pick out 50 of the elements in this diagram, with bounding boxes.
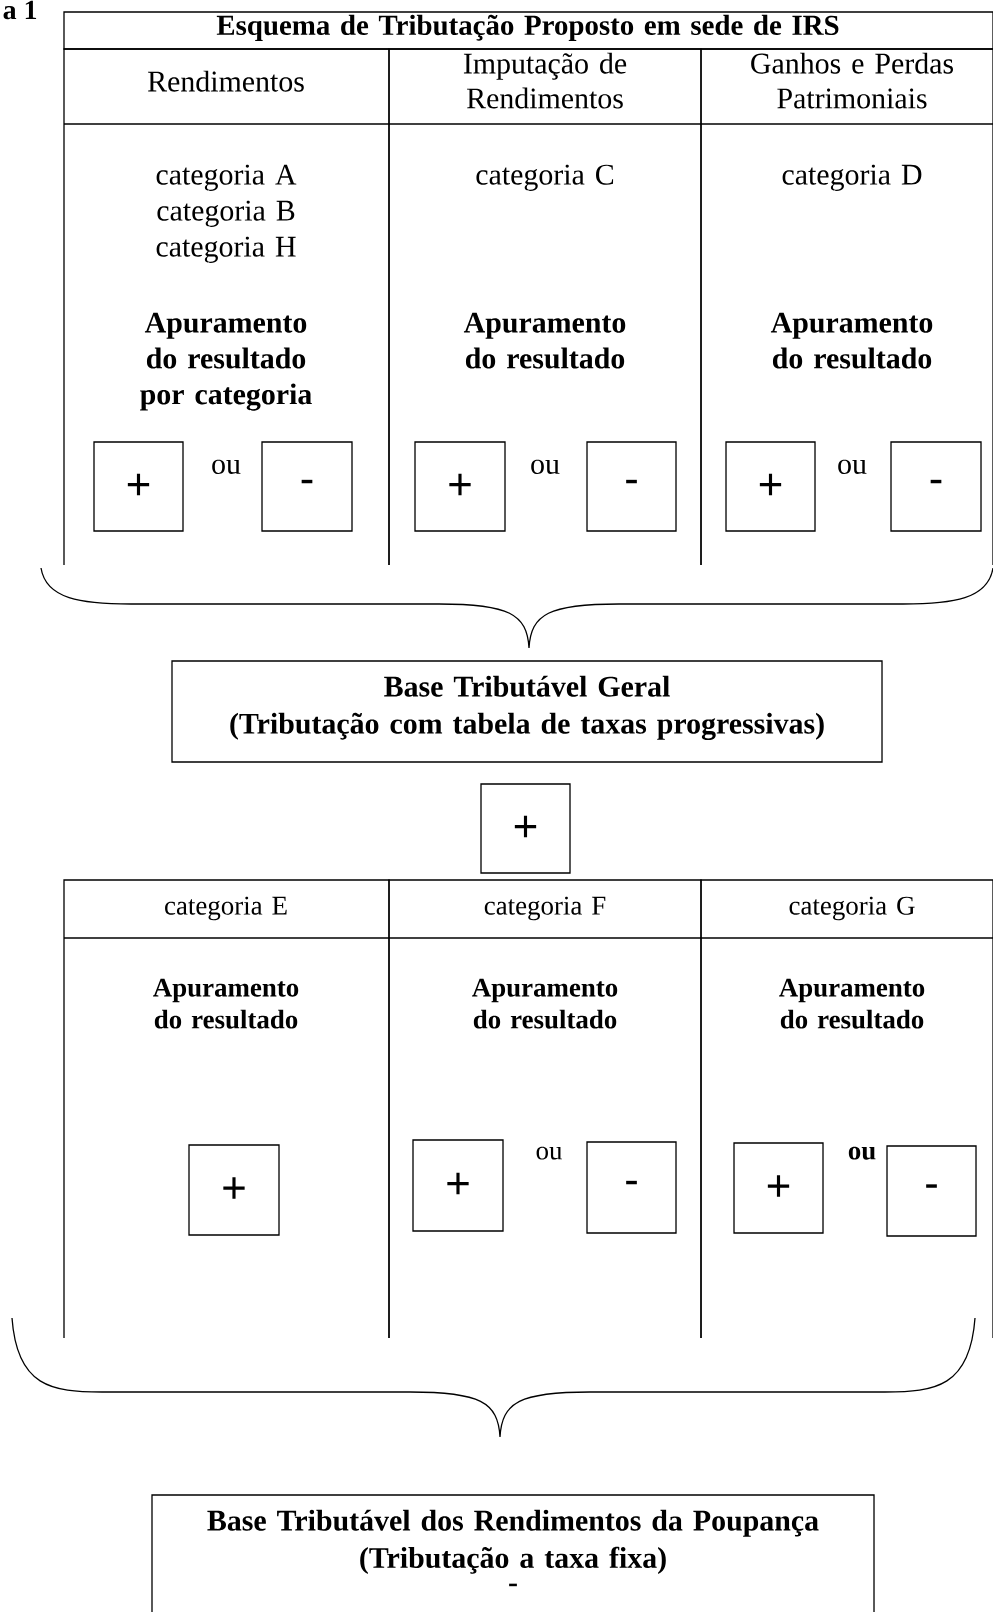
cell-text: categoria B — [157, 200, 295, 227]
table-title-cell — [63, 11, 993, 50]
cell-text: Imputação de Rendimentos — [463, 52, 627, 109]
column-header: categoria F — [484, 896, 606, 921]
bold-text: Apuramento do resultado por categoria — [140, 312, 312, 411]
sign-box: - — [261, 441, 353, 532]
column-header: categoria E — [165, 896, 287, 921]
cell-text: Rendimentos — [148, 70, 304, 92]
cell-text: ou — [212, 459, 241, 475]
cell-text: Ganhos e Perdas Patrimoniais — [751, 52, 953, 109]
bold-text: Apuramento do resultado — [770, 312, 933, 369]
sign-box: + — [480, 783, 571, 874]
bold-text: - — [509, 1583, 517, 1587]
table-title: Esquema de Tributação Proposto em sede de IRS — [216, 14, 839, 41]
sign-box: + — [414, 441, 506, 532]
bold-text: Apuramento do resultado — [463, 312, 626, 369]
column-header: categoria G — [789, 896, 915, 921]
cell-text: categoria D — [782, 164, 922, 191]
sign-box: + — [412, 1139, 504, 1232]
sign-box: + — [733, 1142, 824, 1234]
bold-text: ou — [848, 1146, 876, 1160]
cell-text: categoria H — [156, 236, 296, 263]
sign-box: - — [586, 441, 677, 532]
table-column — [700, 48, 993, 566]
bold-text: Base Tributável dos Rendimentos da Poupança — [207, 1509, 819, 1537]
result-box — [151, 1494, 875, 1612]
cell-text: categoria A — [156, 164, 297, 191]
table-column — [388, 48, 702, 566]
cell-text: ou — [531, 459, 560, 475]
bold-text: (Tributação a taxa fixa) — [360, 1546, 666, 1575]
bold-text: Apuramento do resultado — [153, 978, 299, 1029]
table-column — [388, 879, 702, 1339]
sign-box: + — [188, 1144, 280, 1236]
table-column — [63, 879, 390, 1339]
bold-text: Apuramento do resultado — [472, 978, 618, 1029]
table-column — [63, 48, 390, 566]
bold-text: Apuramento do resultado — [779, 978, 925, 1029]
bold-text: (Tributação com tabela de taxas progressivas) — [230, 712, 824, 741]
bold-text: Base Tributável Geral — [384, 675, 670, 697]
sign-box: - — [886, 1145, 977, 1237]
result-box — [171, 660, 883, 763]
cell-text: categoria C — [476, 164, 614, 191]
sign-box: - — [890, 441, 982, 532]
figure-label: a 1 — [3, 0, 37, 20]
table-column — [700, 879, 993, 1339]
sign-box: + — [93, 441, 184, 532]
sign-box: + — [725, 441, 816, 532]
cell-text: ou — [838, 459, 867, 475]
column-header: ou — [536, 1146, 562, 1160]
sign-box: - — [586, 1141, 677, 1234]
